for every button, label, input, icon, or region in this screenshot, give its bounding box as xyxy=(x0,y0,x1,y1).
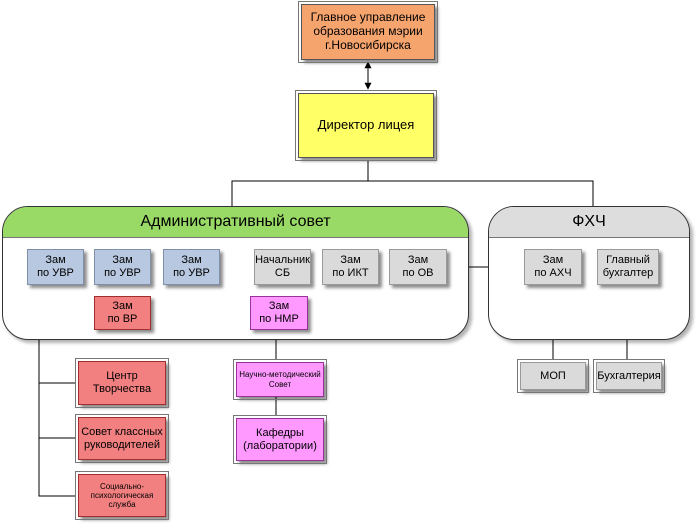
deputy-ov: Зам по ОВ xyxy=(389,249,447,285)
deputy-uvr-3: Зам по УВР xyxy=(163,249,220,285)
mop: МОП xyxy=(517,359,589,393)
deputy-ikt: Зам по ИКТ xyxy=(322,249,379,285)
deputy-uvr-1-label: Зам по УВР xyxy=(37,254,74,279)
departments: Кафедры (лаборатории) xyxy=(233,415,327,464)
deputy-ov-label: Зам по ОВ xyxy=(402,254,434,279)
departments-label: Кафедры (лаборатории) xyxy=(243,426,317,452)
fhch-title: ФХЧ xyxy=(572,213,606,230)
admin-council-title: Административный совет xyxy=(140,213,331,230)
fhch-panel: ФХЧ xyxy=(488,206,690,340)
deputy-uvr-2: Зам по УВР xyxy=(94,249,151,285)
fhch-header: ФХЧ xyxy=(489,207,689,238)
deputy-ahch: Зам по АХЧ xyxy=(524,249,582,285)
methodical-council-label: Научно-методический Совет xyxy=(239,370,321,389)
accounting-label: Бухгалтерия xyxy=(597,369,661,382)
director-to-councils xyxy=(231,160,369,206)
director-label: Директор лицея xyxy=(317,117,415,133)
chief-accountant: Главный бухгалтер xyxy=(597,249,659,285)
deputy-vr-label: Зам по ВР xyxy=(107,300,138,325)
social-psych-service-label: Социально- психологическая служба xyxy=(90,481,154,510)
city-education-department: Главное управление образования мэрии г.Н… xyxy=(298,1,438,63)
deputy-ikt-label: Зам по ИКТ xyxy=(332,254,369,279)
deputy-uvr-3-label: Зам по УВР xyxy=(173,254,210,279)
creativity-center: Центр Творчества xyxy=(75,358,169,408)
city-education-department-label: Главное управление образования мэрии г.Н… xyxy=(310,10,426,52)
deputy-uvr-2-label: Зам по УВР xyxy=(104,254,141,279)
mop-label: МОП xyxy=(540,369,566,382)
admin-council-header: Административный совет xyxy=(3,207,468,238)
deputy-uvr-1: Зам по УВР xyxy=(27,249,84,285)
deputy-ahch-label: Зам по АХЧ xyxy=(534,254,572,279)
class-teachers-council: Совет классных руководителей xyxy=(75,414,169,463)
class-teachers-council-label: Совет классных руководителей xyxy=(81,425,163,451)
deputy-vr: Зам по ВР xyxy=(94,296,151,330)
deputy-nmr: Зам по НМР xyxy=(250,296,308,330)
deputy-nmr-label: Зам по НМР xyxy=(259,300,299,325)
director-to-fhch xyxy=(368,180,594,206)
methodical-council: Научно-методический Совет xyxy=(233,359,327,400)
director: Директор лицея xyxy=(295,90,437,161)
creativity-center-label: Центр Творчества xyxy=(92,370,152,395)
chief-accountant-label: Главный бухгалтер xyxy=(602,254,654,279)
social-psych-service: Социально- психологическая служба xyxy=(75,471,169,520)
accounting: Бухгалтерия xyxy=(593,359,665,393)
head-sb-label: Начальник СБ xyxy=(255,254,310,279)
head-sb: Начальник СБ xyxy=(254,249,311,285)
